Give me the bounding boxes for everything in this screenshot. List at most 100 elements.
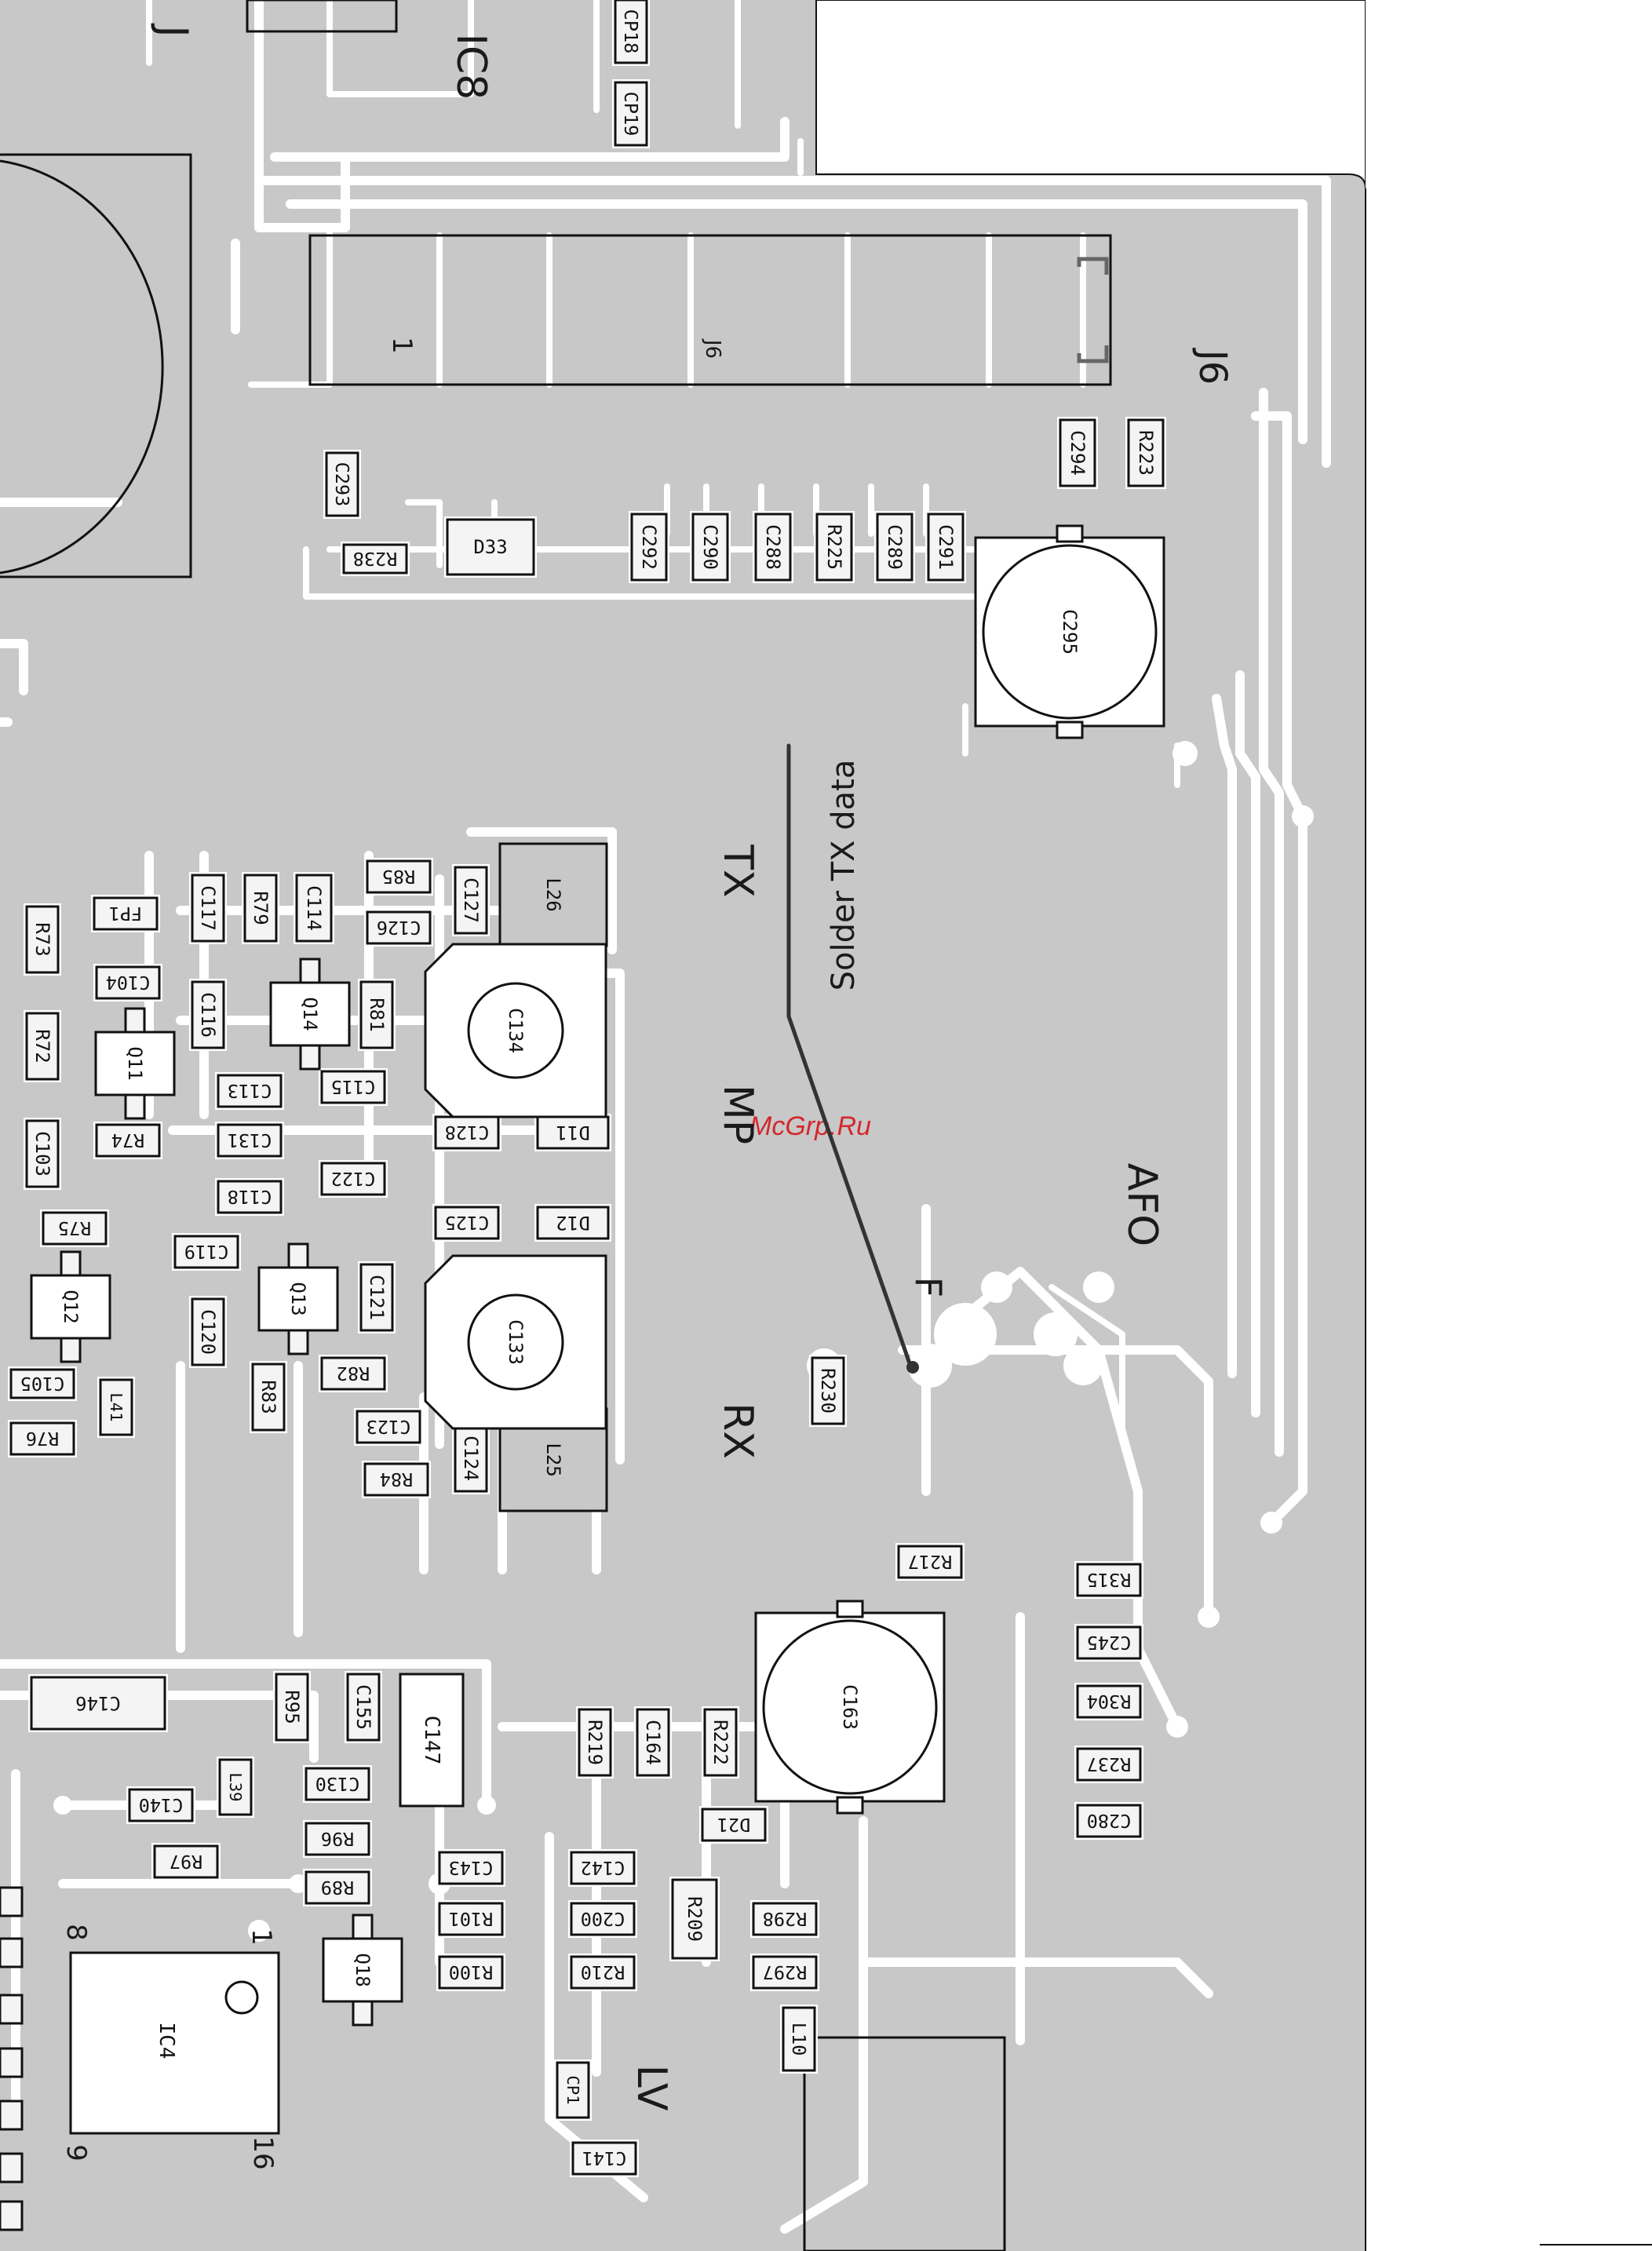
- component-c128: C128: [432, 1114, 501, 1151]
- label-c164: C164: [642, 1720, 664, 1765]
- component-fp1: FP1: [91, 895, 160, 932]
- component-body: [359, 1263, 394, 1332]
- component-body: [754, 513, 792, 582]
- component-body: [876, 513, 914, 582]
- label-cp18: CP18: [620, 9, 642, 54]
- label-c121: C121: [366, 1275, 388, 1320]
- component-c288: C288: [753, 511, 793, 583]
- edge-pad: [0, 1886, 24, 1917]
- j6-pad-layer: [1077, 257, 1109, 363]
- component-body: [217, 1123, 283, 1158]
- component-d11: D11: [534, 1114, 611, 1151]
- component-c146: C146: [28, 1674, 168, 1732]
- component-body: [556, 2061, 590, 2119]
- component-r230: R230: [809, 1355, 847, 1427]
- label-c103: C103: [31, 1131, 53, 1177]
- component-r74: R74: [93, 1122, 162, 1159]
- component-body: [295, 874, 333, 943]
- label-c120: C120: [197, 1309, 219, 1355]
- component-l39: L39: [217, 1757, 254, 1818]
- component-body: [243, 874, 278, 943]
- component-body: [363, 1462, 429, 1497]
- label-r223: R223: [1135, 430, 1157, 476]
- via: [1063, 1346, 1103, 1385]
- component-c116: C116: [189, 979, 227, 1051]
- trace: [254, 176, 1331, 468]
- component-body: [614, 0, 648, 64]
- label-d12: D12: [556, 1212, 589, 1234]
- component-body: [815, 513, 853, 582]
- component-body: [446, 518, 535, 576]
- label-c293: C293: [331, 462, 353, 507]
- label-c295: C295: [1059, 609, 1081, 655]
- label-c116: C116: [197, 992, 219, 1038]
- large-part-circle: [0, 159, 164, 575]
- component-d33: D33: [444, 516, 537, 578]
- label-cp19: CP19: [620, 92, 642, 137]
- label-r97: R97: [170, 1851, 202, 1873]
- part-outline-top: [246, 0, 398, 33]
- label-j6: J6: [1191, 348, 1234, 385]
- component-body: [173, 1235, 239, 1269]
- component-body: [536, 1206, 610, 1240]
- via: [1034, 1312, 1078, 1356]
- label-c119: C119: [184, 1241, 229, 1263]
- label-r315: R315: [1087, 1569, 1132, 1591]
- component-body: [320, 1070, 386, 1104]
- component-body: [570, 1851, 636, 1885]
- component-c122: C122: [319, 1160, 388, 1198]
- label-l10: L10: [788, 2023, 810, 2056]
- label-r82: R82: [337, 1363, 370, 1385]
- label-f: F: [907, 1277, 950, 1297]
- label-c155: C155: [352, 1684, 374, 1730]
- label-r74: R74: [111, 1129, 144, 1151]
- component-r81: R81: [358, 979, 396, 1051]
- electrolytic-c163: C163: [754, 1600, 946, 1815]
- label-c114: C114: [303, 885, 325, 931]
- trace: [1235, 670, 1260, 1417]
- transistor-body: [322, 1937, 403, 2003]
- component-r209: R209: [669, 1877, 720, 1961]
- component-c164: C164: [634, 1706, 672, 1779]
- component-body: [218, 1758, 253, 1816]
- label-q14: Q14: [299, 997, 321, 1031]
- label-l41: L41: [107, 1392, 126, 1421]
- transistor-q14: Q14: [269, 958, 351, 1071]
- component-body: [438, 1851, 504, 1885]
- component-body: [128, 1788, 194, 1822]
- component-body: [1076, 1625, 1142, 1660]
- label-d33: D33: [473, 536, 507, 558]
- component-l10: L10: [780, 2005, 818, 2074]
- ic4-pin1-marker: [224, 1980, 259, 2015]
- label-r222: R222: [709, 1720, 731, 1765]
- component-r210: R210: [568, 1954, 637, 1991]
- label-c134: C134: [505, 1008, 527, 1053]
- large-part-outline: [0, 153, 192, 578]
- outline-layer: [0, 0, 1112, 2251]
- label-c125: C125: [445, 1212, 490, 1234]
- ic4: IC4: [69, 1951, 280, 2135]
- label-c117: C117: [197, 885, 219, 931]
- label-c115: C115: [331, 1076, 376, 1098]
- component-body: [671, 1878, 718, 1960]
- label-r73: R73: [31, 922, 53, 956]
- electrolytic-lead: [1056, 721, 1084, 739]
- component-c140: C140: [126, 1786, 195, 1824]
- component-r79: R79: [242, 872, 279, 944]
- label-c143: C143: [449, 1857, 494, 1879]
- label-r89: R89: [321, 1877, 354, 1899]
- component-r219: R219: [576, 1706, 614, 1779]
- component-c120: C120: [189, 1296, 227, 1368]
- label-c133: C133: [505, 1319, 527, 1365]
- annotation-text: Solder TX data: [826, 760, 862, 991]
- component-r82: R82: [319, 1355, 388, 1392]
- component-body: [438, 1902, 504, 1936]
- label-c288: C288: [762, 524, 784, 570]
- trimmer-rotor: [467, 982, 564, 1079]
- component-r225: R225: [814, 511, 855, 583]
- label-l25: L25: [542, 1443, 564, 1476]
- trace: [1259, 388, 1284, 1457]
- component-body: [701, 1808, 767, 1842]
